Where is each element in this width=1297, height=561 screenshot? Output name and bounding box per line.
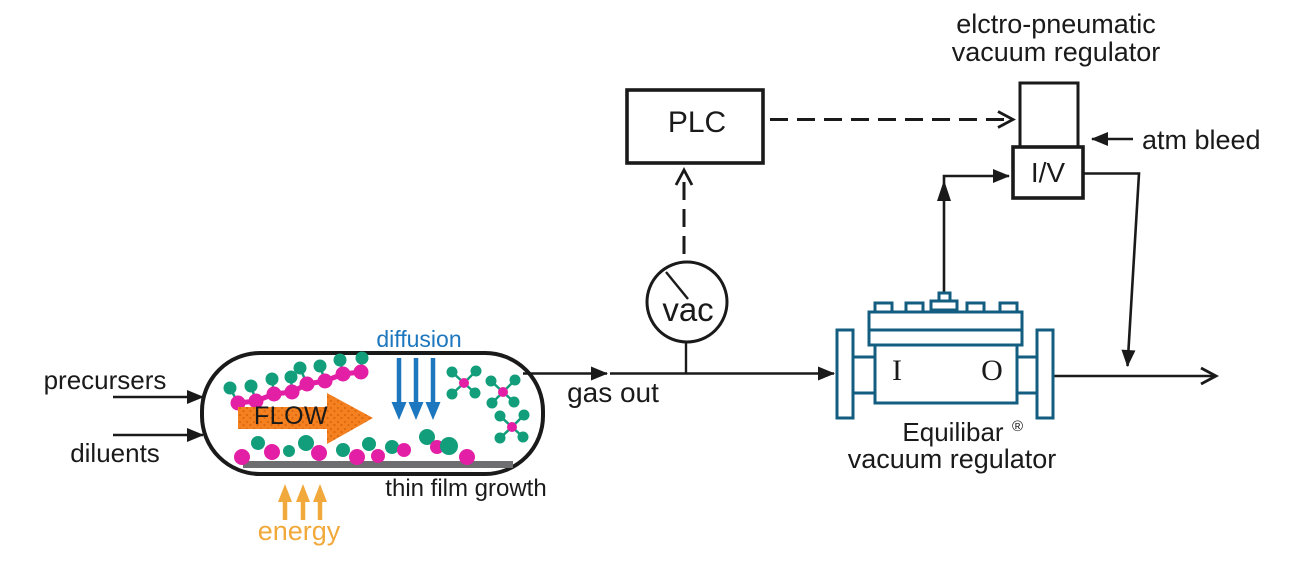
polymer-chain xyxy=(223,351,369,411)
gauge-label: vac xyxy=(662,291,713,328)
inlet-port-label: I xyxy=(892,354,902,387)
outlet-flange xyxy=(1035,328,1055,420)
inlet-connector xyxy=(851,355,877,395)
diffusion-label: diffusion xyxy=(376,326,461,352)
flow-arrow-shape xyxy=(238,393,373,444)
electro-pneumatic-regulator: elctro-pneumatic vacuum regulator I/V at… xyxy=(952,9,1261,200)
plc-box xyxy=(625,88,765,165)
equilibar-regulator: I O Equilibar ® vacuum regulator xyxy=(835,291,1057,474)
energy-label: energy xyxy=(258,516,341,546)
diffusion-arrows xyxy=(391,358,441,420)
vacuum-gauge: vac xyxy=(645,260,729,374)
outlet-connector xyxy=(1015,355,1039,395)
registered-mark: ® xyxy=(1012,418,1023,435)
thin-film-growth-label: thin film growth xyxy=(385,475,546,502)
epr-title-line1: elctro-pneumatic xyxy=(956,9,1156,39)
dome-bolts xyxy=(873,301,1019,314)
molecule-cluster xyxy=(446,365,482,400)
reference-sense-line xyxy=(942,169,1010,293)
chamber-inputs: precursers diluents xyxy=(44,365,204,468)
pneumatic-valve-box xyxy=(1018,81,1080,149)
precursers-label: precursers xyxy=(44,365,167,395)
gauge-needle xyxy=(665,271,689,300)
reference-port-cap xyxy=(929,291,959,312)
gauge-dial xyxy=(645,260,729,344)
diluents-label: diluents xyxy=(70,438,160,468)
plc-label: PLC xyxy=(668,106,726,139)
epr-title-line2: vacuum regulator xyxy=(952,37,1161,67)
process-chamber xyxy=(200,351,545,476)
energy-arrows xyxy=(278,484,327,520)
chain-pendant-dots xyxy=(223,351,369,395)
substrate-bar xyxy=(243,461,513,468)
iv-converter-label: I/V xyxy=(1031,157,1066,188)
chain-nodes xyxy=(230,364,369,411)
surface-particles xyxy=(234,429,475,465)
flow-arrow: FLOW xyxy=(238,393,373,444)
inlet-flange xyxy=(835,328,855,420)
pilot-feedback-line xyxy=(1083,172,1141,367)
gas-out-label: gas out xyxy=(567,377,659,408)
molecule-cluster xyxy=(494,409,530,444)
sense-line-up-arrowhead xyxy=(937,180,951,201)
molecule-clusters xyxy=(446,365,530,444)
dome-plate-top xyxy=(867,310,1024,332)
atm-bleed-label: atm bleed xyxy=(1142,125,1261,155)
equilibar-subtitle-label: vacuum regulator xyxy=(848,444,1057,474)
flow-label: FLOW xyxy=(254,402,328,430)
equilibar-name-label: Equilibar xyxy=(902,417,1004,447)
regulator-body xyxy=(873,343,1019,405)
outlet-port-label: O xyxy=(981,354,1003,387)
molecule-cluster xyxy=(485,374,521,409)
dome-plate-bottom xyxy=(867,328,1024,347)
